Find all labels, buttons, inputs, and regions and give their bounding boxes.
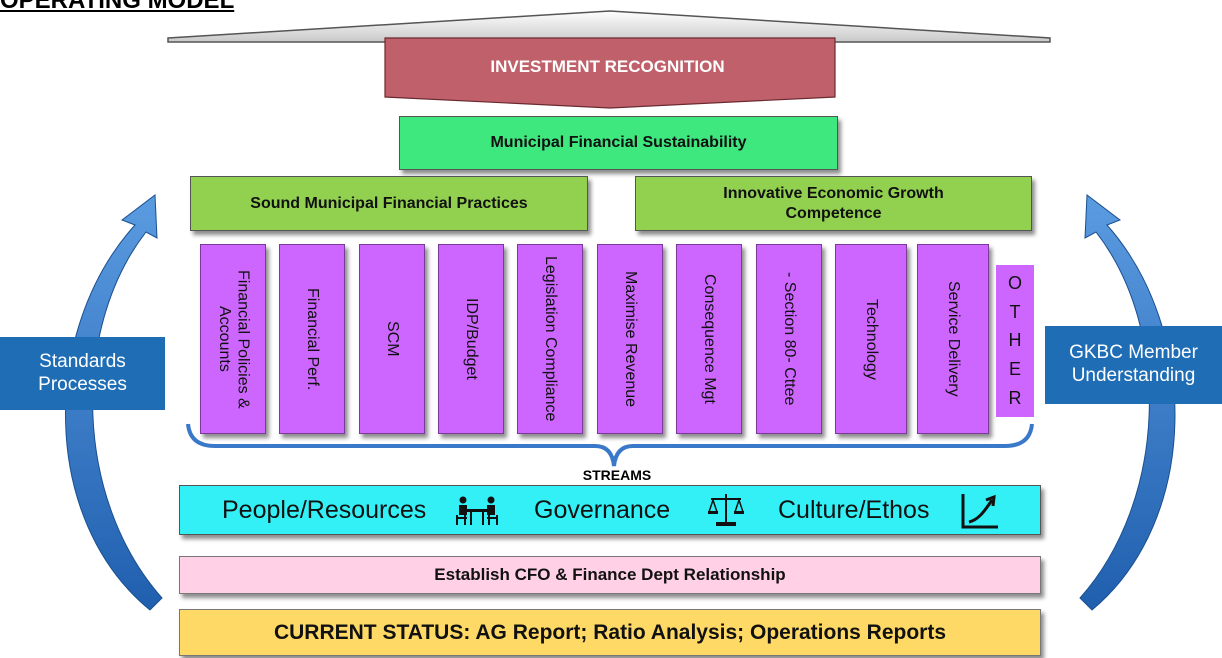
pillar-legislation-compliance: Legislation Compliance: [517, 244, 583, 434]
pillar-label: - Section 80- Cttee: [781, 272, 799, 406]
page-title: OPERATING MODEL: [0, 0, 235, 14]
pillar-technology: Technology: [835, 244, 907, 434]
pillar-service-delivery: Service Delivery: [917, 244, 989, 434]
pillar-label: IDP/Budget: [463, 298, 481, 380]
pillar-label: Technology: [863, 298, 881, 380]
roof-shape: [167, 10, 1051, 43]
pillar-scm: SCM: [359, 244, 425, 434]
gkbc-member-understanding-label: GKBC Member Understanding: [1045, 326, 1222, 404]
investment-recognition-label: INVESTMENT RECOGNITION: [490, 57, 725, 76]
growth-chart-icon: [961, 494, 998, 529]
pillar-label: Financial Perf.: [304, 287, 322, 391]
standards-processes-label: Standards Processes: [0, 337, 165, 410]
current-status-bar: CURRENT STATUS: AG Report; Ratio Analysi…: [179, 609, 1041, 656]
stream-governance: Governance: [534, 495, 671, 524]
other-letter: T: [1009, 301, 1021, 322]
pillar-idp-budget: IDP/Budget: [438, 244, 504, 434]
right-pillar-header: Innovative Economic Growth Competence: [635, 176, 1032, 231]
right-curved-arrow: [1079, 194, 1176, 611]
left-pillar-header: Sound Municipal Financial Practices: [190, 176, 588, 231]
pillar-label: Maximise Revenue: [622, 270, 640, 408]
pillar-label: Service Delivery: [945, 281, 963, 397]
streams-bracket: [186, 423, 1034, 467]
pillar-consequence-mgt: Consequence Mgt: [676, 244, 742, 434]
pillar-label: Financial Policies & Accounts: [216, 269, 252, 409]
pillar-label: Legislation Compliance: [542, 256, 560, 422]
other-letter: H: [1008, 330, 1022, 351]
pillar-maximise-revenue: Maximise Revenue: [597, 244, 663, 434]
meeting-icon: [456, 496, 498, 525]
investment-banner-shape: [384, 37, 836, 109]
stream-culture: Culture/Ethos: [778, 495, 930, 524]
stream-people: People/Resources: [222, 495, 427, 524]
other-letter: O: [1007, 272, 1022, 293]
pillar-label: Consequence Mgt: [701, 274, 719, 404]
streams-bar: People/Resources Governance Culture/Etho…: [179, 485, 1041, 535]
pillar-label: SCM: [384, 321, 402, 357]
other-letter: R: [1008, 388, 1022, 409]
left-curved-arrow: [65, 194, 163, 611]
sustainability-box: Municipal Financial Sustainability: [399, 116, 838, 170]
other-letter: E: [1008, 359, 1021, 380]
streams-label: STREAMS: [582, 467, 652, 483]
pillar-other: O T H E R: [996, 265, 1034, 417]
relationship-bar: Establish CFO & Finance Dept Relationshi…: [179, 556, 1041, 594]
pillar-financial-perf: Financial Perf.: [279, 244, 345, 434]
pillar-financial-policies: Financial Policies & Accounts: [200, 244, 266, 434]
scales-icon: [707, 494, 745, 526]
pillar-section-80-cttee: - Section 80- Cttee: [756, 244, 822, 434]
